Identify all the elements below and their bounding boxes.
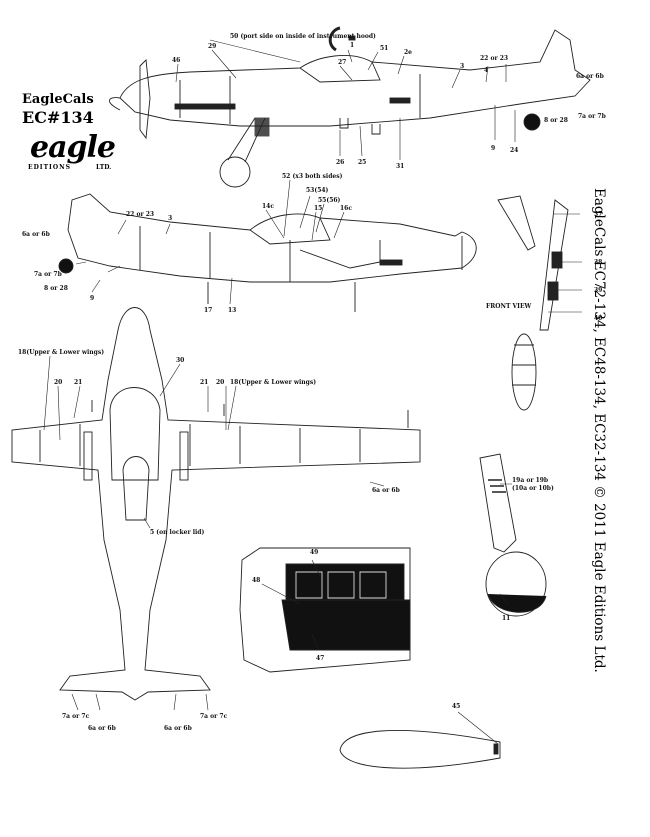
copyright-vertical-text: EagleCals EC72-134, EC48-134, EC32-134 ©… — [591, 188, 607, 673]
logo-ltd: LTD. — [96, 164, 112, 171]
label-7a-7c-right: 7a or 7c — [200, 713, 228, 720]
aircraft-plan-view — [11, 307, 421, 701]
aircraft-side-profile-top — [109, 26, 591, 188]
label-17: 17 — [204, 307, 212, 314]
logo-brand: EagleCals — [22, 92, 94, 107]
label-20-left: 20 — [54, 379, 62, 386]
label-47: 47 — [316, 655, 324, 662]
label-7a-7c-left: 7a or 7c — [62, 713, 90, 720]
label-40: 40 — [594, 315, 602, 322]
label-22-23-top: 22 or 23 — [480, 55, 508, 62]
logo-code: EC#134 — [22, 108, 94, 127]
label-22-23-mid: 22 or 23 — [126, 211, 154, 218]
label-10: (10a or 10b) — [512, 485, 554, 492]
label-3-top: 3 — [460, 63, 464, 70]
label-9-mid: 9 — [90, 295, 94, 302]
label-18-left: 18(Upper & Lower wings) — [18, 349, 104, 356]
label-55-56: 55(56) — [318, 197, 341, 204]
label-6a-6b-wing: 6a or 6b — [372, 487, 400, 494]
label-51: 51 — [380, 45, 388, 52]
label-8-28-mid: 8 or 28 — [44, 285, 68, 292]
label-50: 50 (port side on inside of instrument ho… — [230, 33, 376, 40]
label-13: 13 — [228, 307, 236, 314]
logo-word: eagle — [30, 130, 116, 165]
label-6a-6b-top: 6a or 6b — [576, 73, 604, 80]
cockpit-instrument-inset — [239, 547, 411, 673]
label-2e: 2e — [404, 49, 412, 56]
label-7a-7b-mid: 7a or 7b — [34, 271, 62, 278]
label-4: 4 — [484, 67, 488, 74]
label-14c: 14c — [262, 203, 274, 210]
label-49: 49 — [310, 549, 318, 556]
label-7a-7b-top: 7a or 7b — [578, 113, 606, 120]
label-19: 19a or 19b — [512, 477, 548, 484]
label-20-right: 20 — [216, 379, 224, 386]
label-18-right: 18(Upper & Lower wings) — [230, 379, 316, 386]
label-6a-6b-mid: 6a or 6b — [22, 231, 50, 238]
aircraft-side-profile-middle — [58, 193, 477, 312]
label-30: 30 — [176, 357, 184, 364]
label-25: 25 — [358, 159, 366, 166]
label-26: 26 — [336, 159, 344, 166]
landing-gear-front-view — [497, 195, 569, 411]
label-31: 31 — [396, 163, 404, 170]
label-21-right: 21 — [200, 379, 208, 386]
label-9-top: 9 — [491, 145, 495, 152]
labels: 50 (port side on inside of instrument ho… — [18, 33, 606, 732]
label-11: 11 — [502, 615, 510, 622]
label-6a-6b-tail-right: 6a or 6b — [164, 725, 192, 732]
label-38: 38 — [594, 259, 602, 266]
label-29: 29 — [208, 43, 216, 50]
label-52: 52 (x3 both sides) — [282, 173, 343, 180]
label-48: 48 — [252, 577, 260, 584]
label-24: 24 — [510, 147, 518, 154]
logo-editions: EDITIONS — [28, 164, 71, 171]
label-45: 45 — [452, 703, 460, 710]
label-3-mid: 3 — [168, 215, 172, 222]
label-1: 1 — [350, 42, 354, 49]
label-53-54: 53(54) — [306, 187, 329, 194]
label-16c: 16c — [340, 205, 352, 212]
label-6a-6b-tail-left: 6a or 6b — [88, 725, 116, 732]
front-view-label: FRONT VIEW — [486, 303, 532, 310]
label-27: 27 — [338, 59, 346, 66]
label-21-left: 21 — [74, 379, 82, 386]
propeller-blade — [339, 730, 501, 769]
landing-gear-leg-side — [479, 453, 547, 617]
eaglecals-logo: EagleCals EC#134 eagle EDITIONS LTD. — [14, 72, 144, 172]
label-46: 46 — [172, 57, 180, 64]
label-5: 5 (on locker lid) — [150, 529, 204, 536]
label-8-28-top: 8 or 28 — [544, 117, 568, 124]
label-15: 15 — [314, 205, 322, 212]
label-37: 37 — [594, 211, 602, 218]
label-39: 39 — [594, 287, 602, 294]
